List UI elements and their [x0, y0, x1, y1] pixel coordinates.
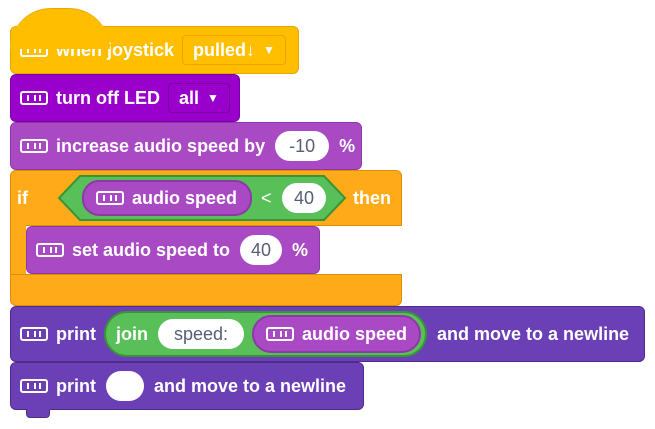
increase-amount-input[interactable]: -10	[275, 131, 330, 161]
audio-speed-label: audio speed	[302, 323, 408, 344]
turn-off-led-label: turn off LED	[56, 87, 160, 108]
chevron-down-icon: ▼	[263, 43, 275, 57]
bottom-notch	[26, 409, 50, 418]
percent-label: %	[339, 135, 356, 156]
led-target-value: all	[178, 87, 199, 108]
then-label: then	[353, 188, 391, 208]
if-left-arm	[10, 224, 26, 276]
if-label: if	[17, 188, 28, 208]
audio-speed-reporter[interactable]: audio speed	[252, 315, 422, 353]
audio-speed-reporter[interactable]: audio speed	[82, 180, 252, 216]
increase-audio-speed-label: increase audio speed by	[56, 135, 266, 156]
when-joystick-hat-block[interactable]: when joystick pulled↓ ▼	[10, 26, 299, 74]
print-label: print	[56, 375, 96, 396]
print-join-block[interactable]: print join speed: audio speed and move t…	[10, 306, 645, 362]
device-extension-icon	[266, 327, 294, 341]
percent-label: %	[292, 239, 309, 260]
join-text-input[interactable]: speed:	[158, 319, 244, 349]
led-target-dropdown[interactable]: all ▼	[167, 83, 230, 113]
newline-label: and move to a newline	[437, 323, 630, 344]
joystick-direction-dropdown[interactable]: pulled↓ ▼	[182, 35, 286, 65]
turn-off-led-block[interactable]: turn off LED all ▼	[10, 74, 240, 122]
print-label: print	[56, 323, 96, 344]
chevron-down-icon: ▼	[207, 91, 219, 105]
if-bottom-arm	[10, 274, 402, 306]
newline-label: and move to a newline	[154, 375, 347, 396]
device-extension-icon	[20, 327, 48, 341]
increase-audio-speed-block[interactable]: increase audio speed by -10 %	[10, 122, 362, 170]
threshold-input[interactable]: 40	[282, 183, 326, 213]
audio-speed-label: audio speed	[132, 187, 238, 208]
set-audio-speed-label: set audio speed to	[72, 239, 231, 260]
print-block[interactable]: print and move to a newline	[10, 362, 364, 410]
device-extension-icon	[20, 139, 48, 153]
set-audio-speed-block[interactable]: set audio speed to 40 %	[26, 226, 320, 274]
set-speed-input[interactable]: 40	[240, 235, 283, 265]
device-extension-icon	[96, 191, 124, 205]
device-extension-icon	[20, 91, 48, 105]
device-extension-icon	[36, 243, 64, 257]
device-extension-icon	[20, 379, 48, 393]
joystick-direction-value: pulled↓	[193, 39, 256, 60]
join-label: join	[116, 323, 148, 344]
less-than-symbol: <	[261, 188, 272, 208]
print-text-input[interactable]	[106, 371, 144, 401]
if-then-block[interactable]: if audio speed < 40 then	[10, 170, 402, 306]
join-reporter[interactable]: join speed: audio speed	[104, 311, 428, 357]
hat-top-curve	[10, 8, 110, 49]
